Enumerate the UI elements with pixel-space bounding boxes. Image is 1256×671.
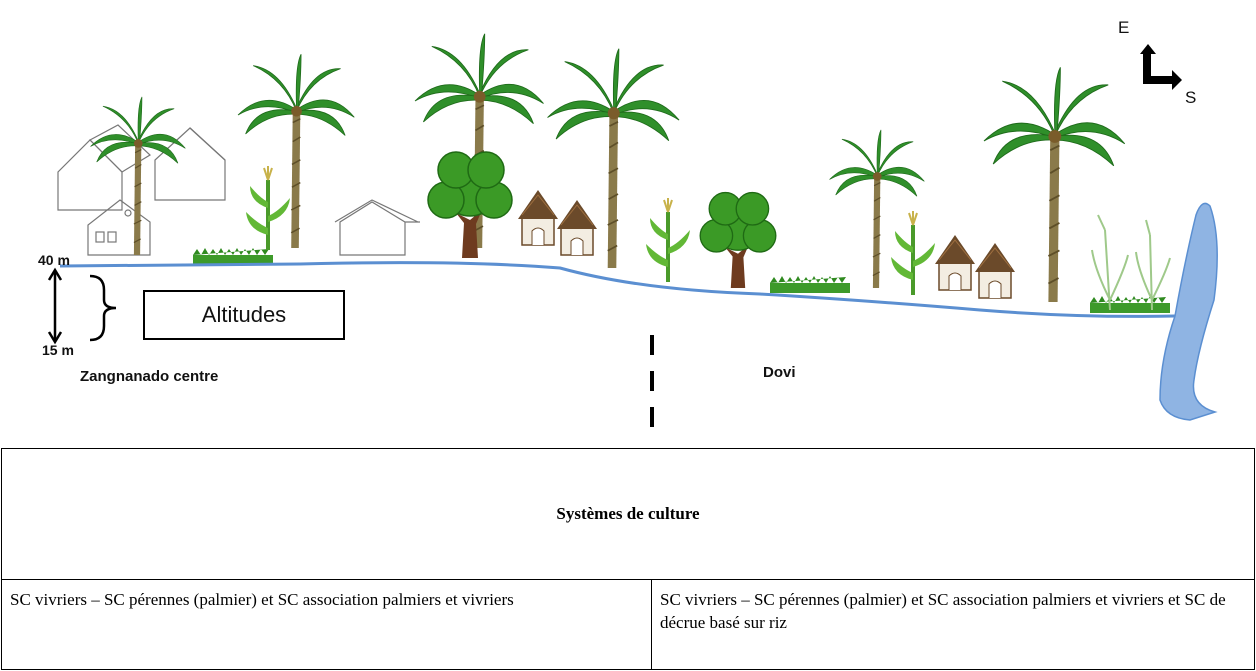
zone-left-label: Zangnanado centre	[80, 368, 219, 385]
maize-plant	[644, 196, 692, 284]
cropping-systems-table: Systèmes de culture SC vivriers – SC pér…	[1, 448, 1255, 670]
broadleaf-tree	[699, 191, 777, 289]
table-header: Systèmes de culture	[2, 449, 1254, 580]
zone-right-label: Dovi	[763, 364, 796, 381]
broadleaf-tree	[427, 151, 513, 259]
altitude-arrow	[47, 267, 117, 345]
hut	[974, 242, 1016, 299]
compass-east-label: E	[1118, 18, 1130, 37]
hut	[556, 199, 598, 256]
hut	[517, 189, 559, 246]
river-shape	[1159, 202, 1218, 421]
altitude-top-label: 40 m	[38, 252, 70, 268]
landscape-transect-diagram	[47, 32, 1218, 427]
table-cell-right: SC vivriers – SC pérennes (palmier) et S…	[660, 590, 1226, 632]
reed-plants	[1091, 214, 1171, 311]
grass-patch	[1090, 296, 1170, 313]
grass-patch	[770, 276, 850, 293]
palm-tree	[237, 53, 356, 249]
table-cell-left: SC vivriers – SC pérennes (palmier) et S…	[2, 580, 652, 670]
compass-south-label: S	[1185, 88, 1197, 107]
grass-patch	[193, 248, 273, 265]
palm-tree	[828, 129, 925, 289]
palm-tree	[89, 96, 186, 256]
maize-plant	[244, 164, 292, 252]
compass-arrow-icon	[1140, 44, 1182, 90]
house-outline-center	[334, 199, 420, 256]
maize-plant	[889, 209, 937, 297]
altitude-bottom-label: 15 m	[42, 342, 74, 358]
altitudes-box: Altitudes	[143, 290, 345, 340]
ground-profile-line	[59, 261, 1176, 318]
hut	[934, 234, 976, 291]
